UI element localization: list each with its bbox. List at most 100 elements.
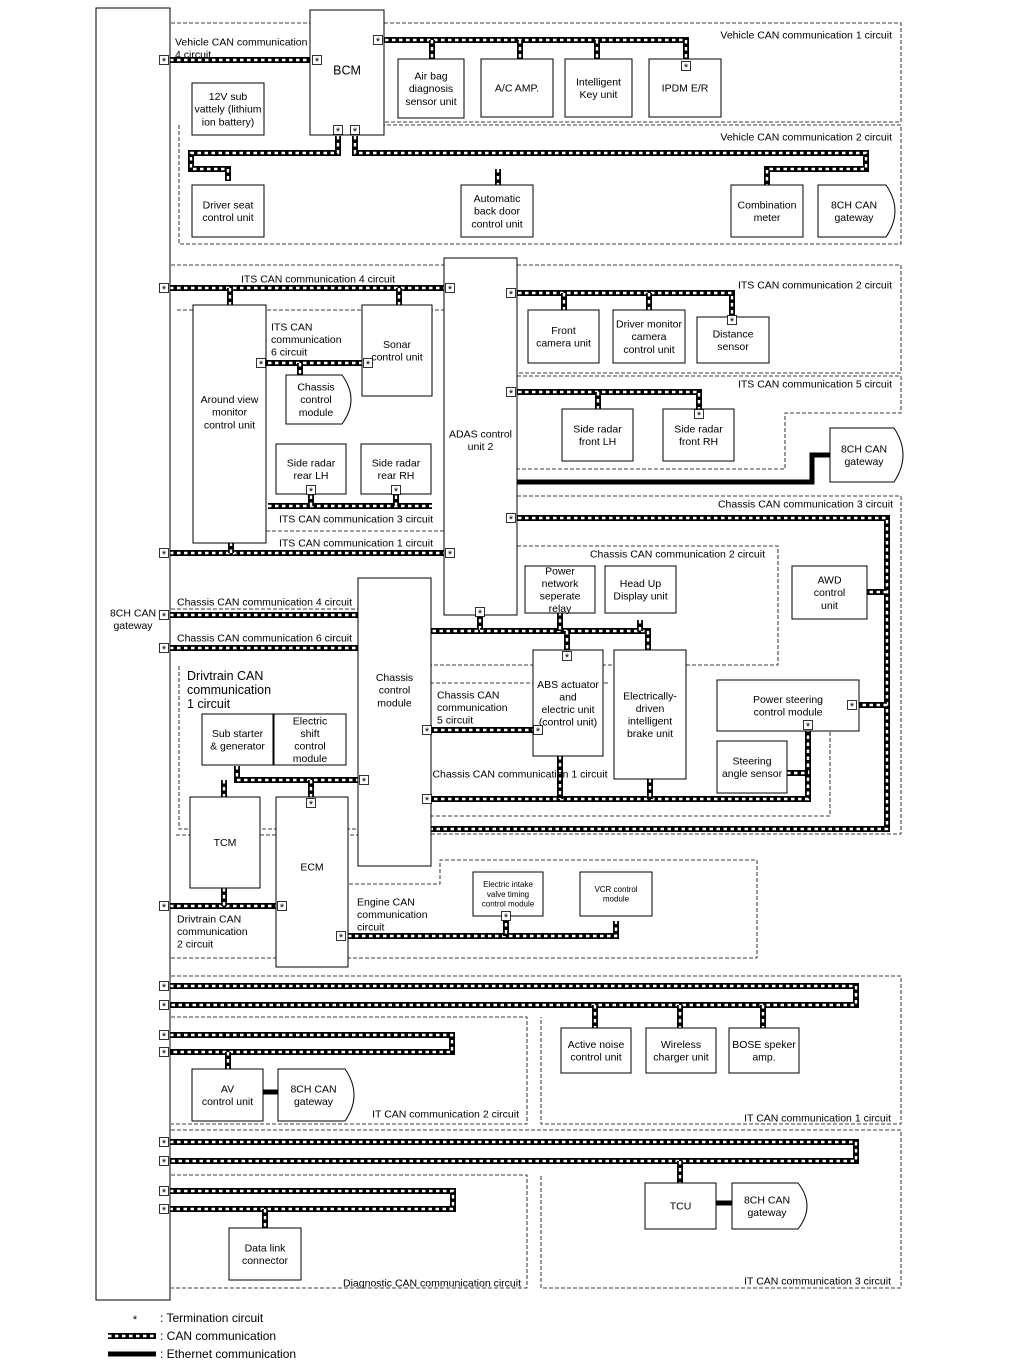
can-vehicle-1 bbox=[378, 37, 689, 60]
wireless-charger-box bbox=[645, 1027, 717, 1074]
active-noise-box bbox=[560, 1027, 632, 1074]
chassis-2-circuit-label: Chassis CAN communication 2 circuit bbox=[590, 548, 765, 560]
termination-mark bbox=[256, 358, 266, 368]
termination-symbol: * bbox=[850, 701, 855, 713]
av-box bbox=[191, 1068, 264, 1122]
legend-termination-label: : Termination circuit bbox=[160, 1311, 264, 1325]
termination-symbol: * bbox=[697, 410, 702, 422]
can-it-1 bbox=[170, 983, 859, 1008]
termination-symbol: * bbox=[376, 36, 381, 48]
can-it-3-dash bbox=[170, 1140, 858, 1163]
gateway-box bbox=[731, 1182, 808, 1230]
termination-mark bbox=[506, 513, 516, 523]
around-view-box bbox=[192, 304, 267, 544]
termination-mark bbox=[422, 725, 432, 735]
termination-symbol: * bbox=[478, 608, 483, 620]
can-it-2-dash bbox=[170, 1033, 454, 1054]
power-steering-box bbox=[716, 679, 860, 732]
can-it-1-dash bbox=[170, 984, 858, 1007]
chassis-1-circuit-label: Chassis CAN communication 1 circuit bbox=[432, 768, 607, 780]
ecm-label: ECM bbox=[300, 862, 323, 874]
bose-box bbox=[728, 1027, 800, 1074]
termination-symbol: * bbox=[162, 1205, 167, 1217]
zone-vehicle-1 bbox=[384, 22, 902, 123]
can-it-2 bbox=[170, 1032, 455, 1055]
termination-symbol: * bbox=[259, 359, 264, 371]
vcr-box bbox=[579, 871, 653, 917]
brake-unit-box bbox=[613, 649, 687, 780]
abs-box bbox=[532, 649, 604, 757]
can-vehicle-1-dash bbox=[378, 38, 688, 60]
gateway-main-box bbox=[95, 7, 171, 1301]
can-diagnostic bbox=[170, 1188, 456, 1212]
termination-symbol: * bbox=[509, 388, 514, 400]
termination-symbol: * bbox=[162, 611, 167, 623]
termination-mark bbox=[681, 61, 691, 71]
termination-symbol: * bbox=[353, 126, 358, 138]
termination-symbol: * bbox=[162, 1157, 167, 1169]
termination-symbol: * bbox=[280, 902, 285, 914]
termination-mark bbox=[803, 720, 813, 730]
termination-symbol: * bbox=[336, 126, 341, 138]
termination-mark bbox=[159, 901, 169, 911]
termination-symbol: * bbox=[806, 721, 811, 733]
vehicle-1-circuit-label: Vehicle CAN communication 1 circuit bbox=[720, 29, 892, 41]
its-4-circuit-label: ITS CAN communication 4 circuit bbox=[241, 273, 395, 285]
can-diagnostic-dash bbox=[170, 1189, 455, 1211]
power-network-box bbox=[524, 565, 596, 614]
termination-mark bbox=[333, 125, 343, 135]
legend-termination-symbol: * bbox=[133, 1314, 138, 1326]
termination-symbol: * bbox=[162, 1048, 167, 1060]
electric-shift-box bbox=[273, 713, 347, 766]
combination-meter-box bbox=[730, 184, 804, 238]
termination-symbol: * bbox=[162, 982, 167, 994]
head-up-box bbox=[604, 565, 677, 614]
termination-symbol: * bbox=[315, 56, 320, 68]
bcm-box bbox=[309, 9, 385, 136]
it-1-circuit-label: IT CAN communication 1 circuit bbox=[744, 1112, 891, 1124]
termination-symbol: * bbox=[162, 644, 167, 656]
zone-it-2 bbox=[171, 1016, 528, 1125]
termination-symbol: * bbox=[162, 284, 167, 296]
termination-mark bbox=[506, 288, 516, 298]
airbag-box bbox=[397, 58, 465, 119]
termination-symbol: * bbox=[162, 1138, 167, 1150]
termination-mark bbox=[727, 315, 737, 325]
zone-vehicle-2 bbox=[178, 124, 902, 245]
termination-symbol: * bbox=[730, 316, 735, 328]
can-its-5 bbox=[511, 389, 702, 414]
termination-mark bbox=[306, 798, 316, 808]
termination-mark bbox=[159, 548, 169, 558]
bcm-label: BCM bbox=[333, 63, 361, 77]
its-3-circuit-label: ITS CAN communication 3 circuit bbox=[279, 513, 433, 525]
zone-chassis-1 bbox=[430, 697, 831, 817]
termination-symbol: * bbox=[509, 289, 514, 301]
termination-mark bbox=[306, 485, 316, 495]
termination-symbol: * bbox=[339, 932, 344, 944]
termination-mark bbox=[533, 725, 543, 735]
termination-mark bbox=[159, 1204, 169, 1214]
termination-symbol: * bbox=[394, 486, 399, 498]
termination-mark bbox=[159, 1137, 169, 1147]
termination-mark bbox=[159, 55, 169, 65]
termination-mark bbox=[350, 125, 360, 135]
termination-symbol: * bbox=[536, 726, 541, 738]
can-it-3 bbox=[170, 1139, 859, 1164]
